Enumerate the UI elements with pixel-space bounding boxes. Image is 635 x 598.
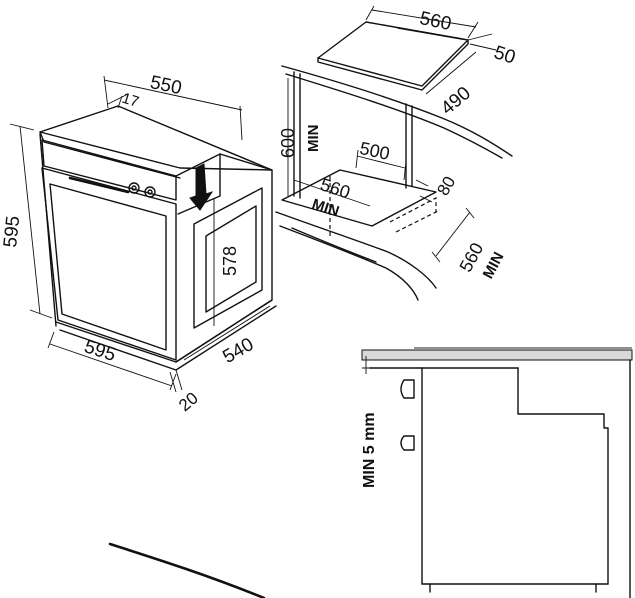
hob-depth-label: 490: [437, 83, 475, 119]
niche-width-min-label: MIN: [310, 196, 341, 221]
niche-height-min-label: MIN: [305, 125, 322, 153]
floor-edge-line: [108, 542, 266, 598]
niche-cabinet: 600 MIN 500 560 MIN 80 560 MIN: [275, 65, 513, 301]
down-arrow-icon: [189, 163, 214, 211]
gap-detail-section: MIN 5 mm: [361, 347, 633, 598]
oven-inner-height-label: 578: [220, 246, 240, 276]
gap-min-label: MIN 5 mm: [361, 412, 378, 488]
hob: 560 50 490: [317, 5, 518, 119]
hob-width-label: 560: [418, 8, 453, 35]
oven-front-offset-label: 17: [120, 90, 141, 111]
niche-gap-label: 80: [433, 173, 459, 199]
oven-depth-label: 550: [148, 72, 183, 99]
oven-height-label: 595: [0, 215, 24, 249]
niche-height-label: 600: [278, 128, 298, 158]
oven: 550 17 595 595 540 20 578: [0, 72, 277, 415]
oven-bottom-offset-label: 20: [175, 388, 202, 415]
niche-depth-label: 500: [358, 138, 392, 164]
hob-edge-label: 50: [491, 42, 518, 69]
